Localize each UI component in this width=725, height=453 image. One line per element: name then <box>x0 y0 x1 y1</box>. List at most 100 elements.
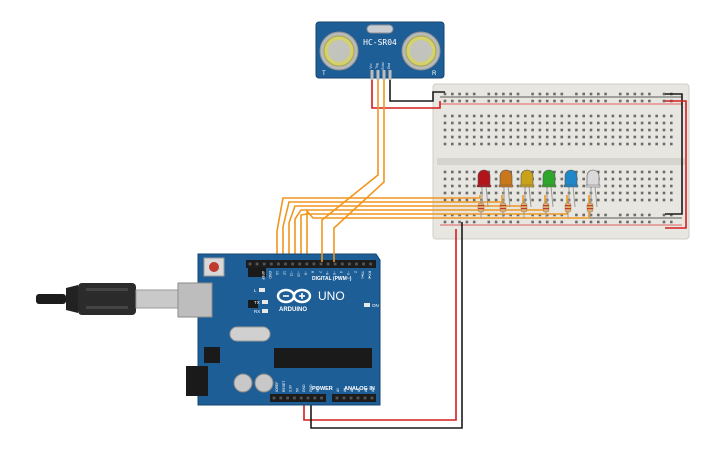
rail-hole <box>545 220 549 224</box>
digital-pin-hole[interactable] <box>369 262 373 266</box>
digital-pin-hole[interactable] <box>348 262 351 266</box>
analog-pin-hole[interactable] <box>356 396 360 400</box>
digital-pin-hole[interactable] <box>312 262 316 266</box>
terminal-hole <box>494 198 498 202</box>
terminal-hole <box>538 128 542 132</box>
digital-pin-hole[interactable] <box>248 262 252 266</box>
led-red[interactable] <box>476 169 492 208</box>
analog-pin-hole[interactable] <box>363 396 367 400</box>
terminal-hole <box>443 191 447 195</box>
terminal-hole <box>618 170 622 174</box>
analog-pin-hole[interactable] <box>370 396 374 400</box>
digital-pin-hole[interactable] <box>255 262 259 266</box>
terminal-hole <box>582 121 585 125</box>
power-pin-hole[interactable] <box>286 396 289 400</box>
rail-hole <box>509 220 512 224</box>
led-white[interactable] <box>585 169 601 208</box>
led-orange[interactable] <box>498 169 514 208</box>
rail-hole <box>472 92 476 96</box>
terminal-hole <box>582 142 585 146</box>
power-pin-hole[interactable] <box>320 396 323 400</box>
analog-pin-label: A0 <box>336 388 340 392</box>
analog-pin-hole[interactable] <box>342 396 346 400</box>
terminal-hole <box>640 121 644 125</box>
terminal-hole <box>443 128 447 132</box>
digital-pin-hole[interactable] <box>277 262 280 266</box>
terminal-hole <box>516 177 520 181</box>
sensor-pin-label: Echo <box>381 62 385 69</box>
analog-pin-hole[interactable] <box>349 396 353 400</box>
wire-sensor-echo <box>333 80 385 262</box>
digital-pin-hole[interactable] <box>355 262 358 266</box>
digital-pin-hole[interactable] <box>305 262 309 266</box>
digital-pin-hole[interactable] <box>326 262 330 266</box>
digital-pin-hole[interactable] <box>362 262 365 266</box>
terminal-hole <box>509 114 512 118</box>
terminal-hole <box>494 184 498 188</box>
usb-plug-metal <box>135 289 179 309</box>
digital-pin-label: 8 <box>311 271 315 273</box>
wire-led-signal-red <box>276 195 481 262</box>
terminal-hole <box>465 184 469 188</box>
transducer-left-icon <box>319 31 359 71</box>
terminal-hole <box>670 128 673 132</box>
terminal-hole <box>611 170 615 174</box>
terminal-hole <box>472 184 476 188</box>
terminal-hole <box>567 142 571 146</box>
rail-hole <box>633 220 637 224</box>
power-pin-hole[interactable] <box>279 396 283 400</box>
rail-hole <box>662 220 666 224</box>
terminal-hole <box>472 142 476 146</box>
terminal-hole <box>509 135 512 139</box>
terminal-hole <box>604 198 607 202</box>
power-pin-hole[interactable] <box>293 396 296 400</box>
terminal-hole <box>553 170 556 174</box>
digital-pin-hole[interactable] <box>284 262 287 266</box>
rail-hole <box>531 99 534 103</box>
terminal-hole <box>611 184 615 188</box>
power-pin-hole[interactable] <box>306 396 310 400</box>
rail-hole <box>458 213 461 217</box>
terminal-hole <box>648 114 651 118</box>
terminal-hole <box>465 142 469 146</box>
led-bulb-icon <box>499 169 513 187</box>
digital-section-label: DIGITAL (PWM~) <box>312 276 352 282</box>
rail-hole <box>670 220 673 224</box>
terminal-hole <box>458 135 461 139</box>
terminal-hole <box>575 191 578 195</box>
digital-pin-hole[interactable] <box>291 262 294 266</box>
rail-hole <box>618 92 622 96</box>
rail-hole <box>502 92 505 96</box>
terminal-hole <box>502 121 505 125</box>
terminal-hole <box>531 142 534 146</box>
terminal-hole <box>443 184 447 188</box>
digital-pin-label: GND <box>268 271 272 279</box>
rail-hole <box>545 92 549 96</box>
digital-pin-hole[interactable] <box>340 262 344 266</box>
sensor-pin <box>370 70 374 80</box>
terminal-hole <box>545 135 549 139</box>
breadboard[interactable] <box>432 83 690 240</box>
digital-pin-hole[interactable] <box>269 262 273 266</box>
digital-pin-hole[interactable] <box>333 262 337 266</box>
analog-pin-hole[interactable] <box>335 396 339 400</box>
terminal-hole <box>575 170 578 174</box>
terminal-hole <box>648 170 651 174</box>
regulator-chip <box>204 347 220 363</box>
power-pin-hole[interactable] <box>313 396 317 400</box>
reset-button-cap-icon[interactable] <box>209 262 219 272</box>
rail-hole <box>560 92 564 96</box>
l-led-label: L <box>254 288 257 293</box>
rail-hole <box>502 220 505 224</box>
power-pin-hole[interactable] <box>299 396 303 400</box>
power-pin-hole[interactable] <box>272 396 276 400</box>
terminal-hole <box>633 121 637 125</box>
digital-pin-hole[interactable] <box>298 262 302 266</box>
terminal-hole <box>626 170 629 174</box>
digital-pin-hole[interactable] <box>319 262 323 266</box>
terminal-hole <box>451 191 454 195</box>
digital-pin-hole[interactable] <box>262 262 266 266</box>
terminal-hole <box>604 142 607 146</box>
